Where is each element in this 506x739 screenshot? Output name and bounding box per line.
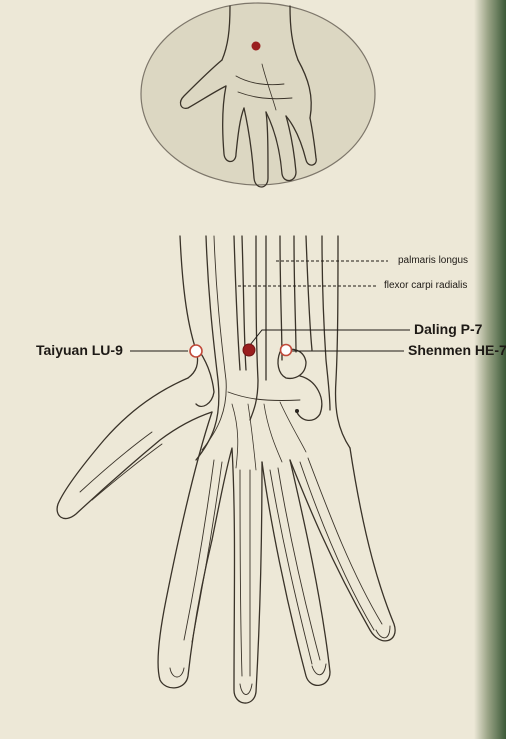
- leader-lines: [130, 261, 410, 351]
- label-shenmen: Shenmen HE-7: [408, 342, 506, 358]
- label-taiyuan: Taiyuan LU-9: [36, 342, 123, 358]
- inset-circle: [141, 3, 375, 185]
- daling-leader: [250, 330, 410, 345]
- inset-point-marker: [252, 42, 261, 51]
- palm-dot-marker: [295, 409, 299, 413]
- main-hand-outline: [57, 236, 395, 703]
- shenmen-point-marker: [281, 345, 292, 356]
- daling-point-marker: [243, 344, 255, 356]
- label-palmaris-longus: palmaris longus: [398, 255, 468, 266]
- label-daling: Daling P-7: [414, 321, 482, 337]
- label-flexor-carpi-radialis: flexor carpi radialis: [384, 280, 467, 291]
- inset-hand-figure: [141, 3, 375, 187]
- taiyuan-point-marker: [190, 345, 202, 357]
